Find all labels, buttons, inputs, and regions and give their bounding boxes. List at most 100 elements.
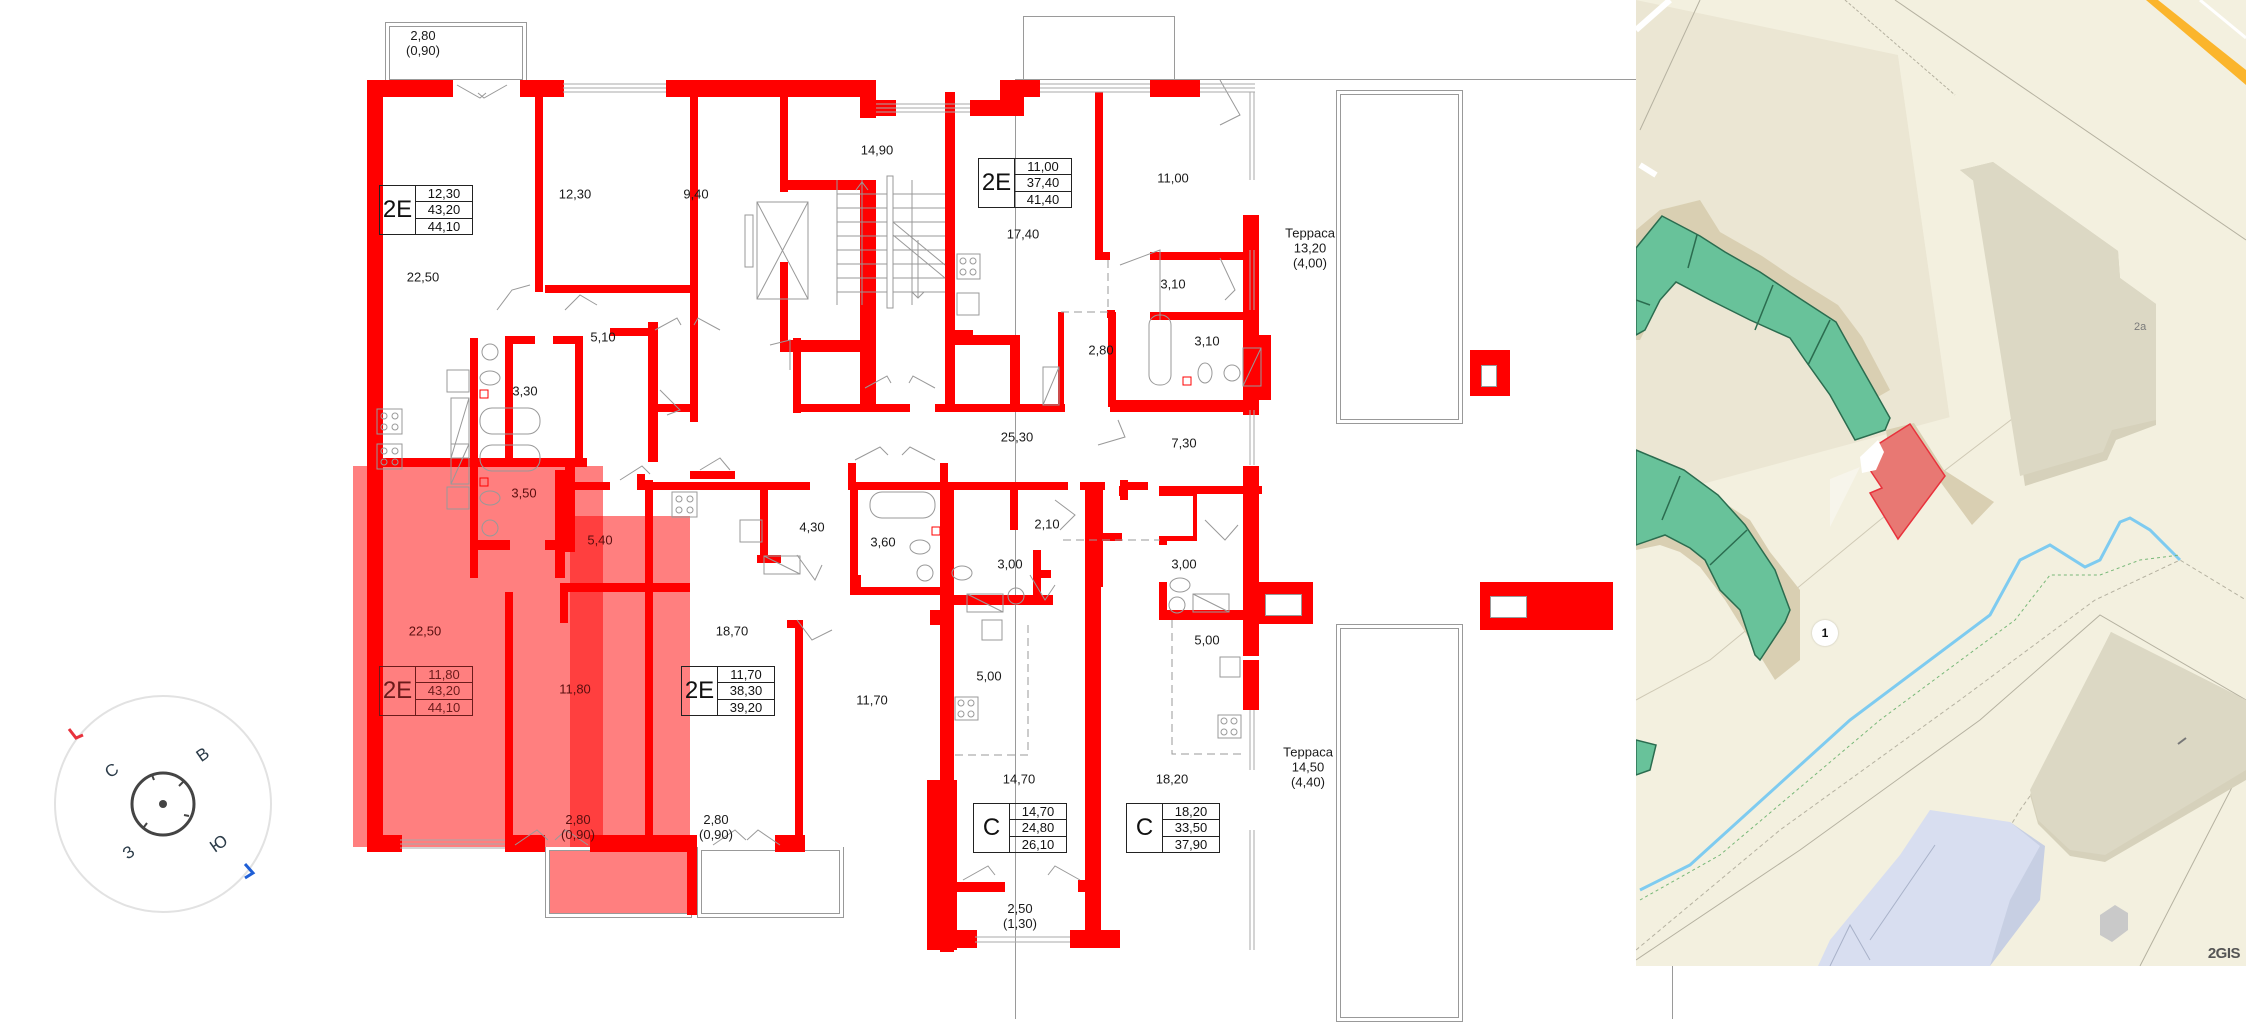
selected-apartment-fill-right[interactable] [570, 516, 690, 847]
terrace-top [1336, 90, 1463, 424]
wall [1000, 80, 1040, 97]
toilet-icon [1169, 577, 1191, 593]
balcony-area-value: 2,80 [565, 812, 591, 827]
area-with-balcony: 26,10 [1021, 836, 1055, 852]
wall [1159, 610, 1249, 620]
wall [1150, 80, 1200, 97]
wall [565, 467, 575, 552]
wall [560, 583, 568, 623]
selected-apartment-balcony-fill[interactable] [545, 847, 690, 917]
room-area: 17,40 [1006, 226, 1040, 242]
void [1481, 365, 1497, 387]
balcony-coef: (0,90) [561, 827, 595, 842]
toilet-icon [909, 539, 931, 555]
wall [520, 80, 564, 97]
north-marker-icon [67, 728, 84, 740]
bathtub-icon [479, 444, 541, 472]
balcony-area-value: 2,50 [1007, 901, 1033, 916]
wall [1159, 582, 1167, 617]
wall [666, 80, 876, 97]
area-with-balcony: 41,40 [1026, 191, 1060, 207]
room-area: 11,70 [856, 692, 888, 708]
building-blue[interactable] [1818, 810, 2040, 966]
balcony-area: 2,80(0,90) [699, 812, 733, 842]
wall [840, 404, 910, 412]
room-area: 25,30 [1000, 429, 1034, 445]
wall [648, 322, 658, 462]
balcony-top-left [385, 22, 527, 83]
apartment-type: 2E [380, 186, 416, 234]
apartment-type: C [1127, 804, 1163, 852]
void [1265, 594, 1302, 616]
highway-road [2146, 0, 2246, 85]
wall [780, 262, 788, 352]
living-area: 11,70 [718, 667, 774, 684]
total-area: 43,20 [416, 202, 472, 219]
balcony-top-center [1023, 16, 1175, 79]
wall [505, 835, 545, 852]
wall [575, 482, 610, 490]
wall [1095, 252, 1110, 260]
wall [690, 471, 735, 479]
sink-icon [739, 519, 763, 543]
room-area: 14,70 [1002, 771, 1036, 787]
wall [1093, 482, 1101, 947]
fixtures-layer [376, 79, 1262, 950]
wall [1119, 486, 1127, 496]
total-area: 43,20 [416, 683, 472, 700]
room-area: 5,10 [590, 329, 616, 345]
wall [1108, 312, 1116, 407]
wall [760, 490, 768, 555]
balcony-coef: (0,90) [406, 43, 440, 58]
sink-icon [446, 369, 470, 393]
entrance-pin[interactable]: 1 [1812, 620, 1838, 646]
wall [780, 180, 870, 190]
wall [655, 404, 695, 412]
building-green[interactable] [1636, 215, 1891, 441]
void [1159, 496, 1193, 536]
brand-logo[interactable]: 2GIS [2207, 945, 2241, 962]
building-gray[interactable] [2030, 632, 2246, 855]
terrace-area: 13,20 [1293, 240, 1327, 256]
room-area: 3,60 [870, 534, 896, 550]
total-area: 24,80 [1010, 820, 1066, 837]
wall [545, 285, 695, 293]
wall [955, 404, 1065, 412]
room-area: 2,10 [1034, 516, 1060, 532]
balcony-coef: (1,30) [1003, 916, 1037, 931]
wall [795, 620, 803, 850]
wall [1010, 335, 1020, 410]
room-area: 7,30 [1171, 435, 1197, 451]
area-with-balcony: 44,10 [427, 218, 461, 234]
building-label: 2а [2134, 321, 2147, 333]
bathtub-icon [1148, 314, 1172, 386]
toilet-icon [951, 565, 973, 581]
wall [780, 92, 788, 192]
compass-widget[interactable]: С В Ю З [52, 693, 274, 915]
room-area: 3,10 [1194, 333, 1220, 349]
location-map[interactable]: 2а 2GIS [1636, 0, 2246, 966]
living-area: 11,00 [1015, 159, 1071, 176]
room-area: 3,10 [1160, 276, 1186, 292]
room-area: 18,20 [1155, 771, 1189, 787]
building-green[interactable] [1636, 449, 1791, 662]
room-area: 12,30 [558, 186, 592, 202]
stove-icon [956, 253, 981, 280]
wall [853, 575, 861, 590]
terrace-name: Терраса [1283, 744, 1333, 760]
wall [690, 92, 698, 422]
wall [1058, 312, 1064, 407]
stove-icon [671, 491, 698, 518]
map-canvas[interactable] [1636, 0, 2246, 966]
stove-icon [376, 443, 403, 470]
wall [367, 80, 453, 97]
area-with-balcony: 37,90 [1174, 836, 1208, 852]
